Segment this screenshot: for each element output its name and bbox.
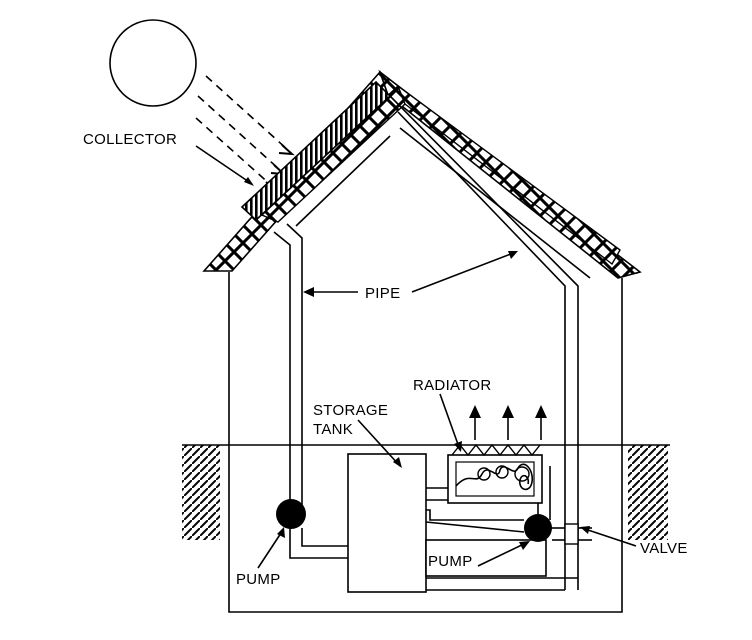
label-pipe: PIPE <box>365 285 400 302</box>
ceiling-right-insulation <box>396 84 621 266</box>
label-valve: VALVE <box>640 540 688 557</box>
ground-left <box>182 445 220 540</box>
pump-right <box>524 514 552 542</box>
label-storage: STORAGE <box>313 402 388 419</box>
valve <box>564 523 579 545</box>
label-collector: COLLECTOR <box>83 131 177 148</box>
label-tank: TANK <box>313 421 353 438</box>
label-radiator: RADIATOR <box>413 377 492 394</box>
leader-lines <box>195 145 637 569</box>
storage-tank <box>347 453 427 593</box>
label-pump-left: PUMP <box>236 571 281 588</box>
sun <box>109 19 197 107</box>
radiator <box>447 443 543 504</box>
pump-left <box>276 499 306 529</box>
heat-arrows <box>469 405 547 440</box>
solar-collector <box>240 80 392 222</box>
ground-right <box>628 445 668 540</box>
label-pump-right: PUMP <box>428 553 473 570</box>
